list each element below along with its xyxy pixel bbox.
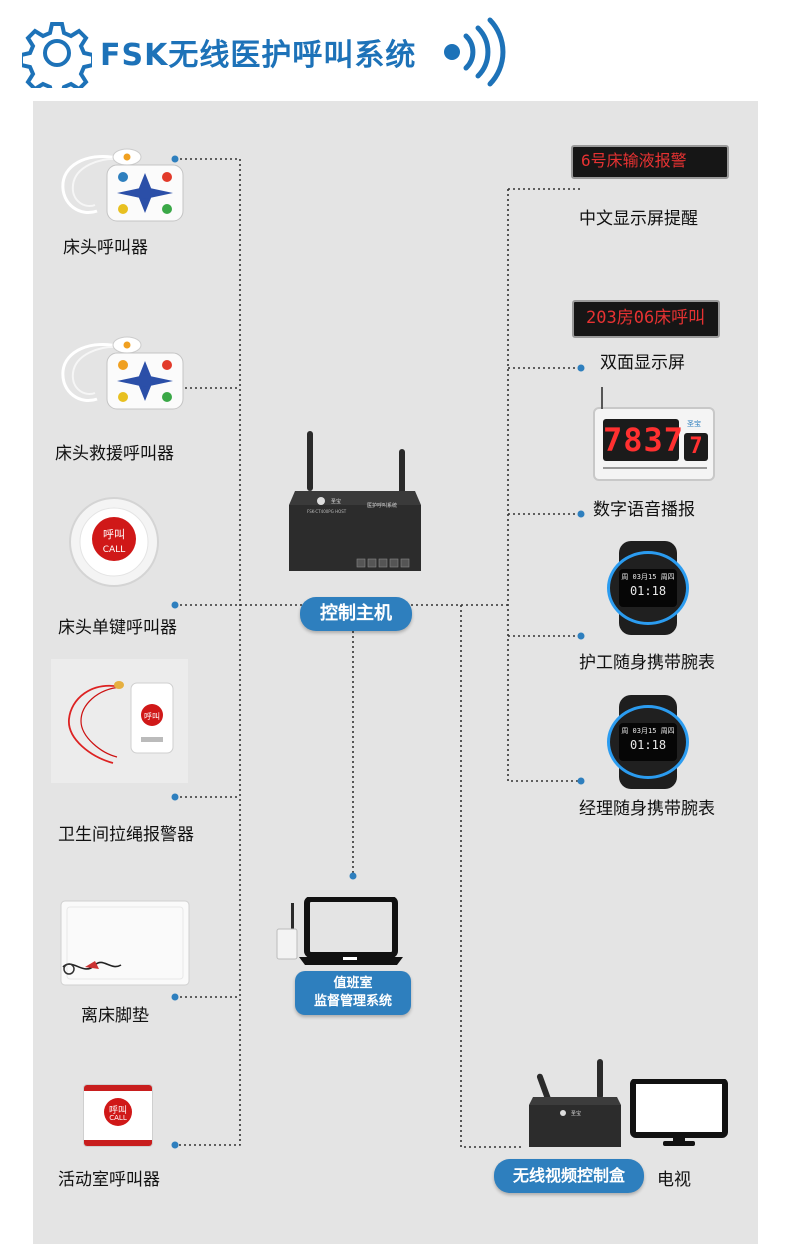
manager-watch-date: 周 03月15 周四 <box>621 727 675 735</box>
wifi-signal-icon <box>444 17 506 87</box>
duty-room-devices <box>276 897 403 965</box>
chinese-display-screen: 6号床输液报警 <box>571 145 729 179</box>
double-sided-display-screen: 203房06床呼叫 <box>572 300 720 338</box>
voice-broadcast-digits: 7837 <box>603 419 685 461</box>
activity-room-caller-device: 呼叫 CALL <box>83 1084 153 1147</box>
duty-room-line1: 值班室 <box>333 976 373 991</box>
label-bed-exit-mat: 离床脚垫 <box>81 1006 149 1026</box>
label-care-worker-watch: 护工随身携带腕表 <box>579 653 715 673</box>
connection-lines <box>171 155 585 1149</box>
video-control-box-device: 圣宝 <box>529 1059 621 1147</box>
label-single-key-caller: 床头单键呼叫器 <box>58 618 177 638</box>
control-host-device: 圣宝 医护呼叫系统 FSK-CT400PG HOST <box>289 431 421 571</box>
care-worker-watch-device: 周 03月15 周四 01:18 <box>605 541 691 635</box>
label-voice-broadcast: 数字语音播报 <box>593 500 695 520</box>
label-double-sided-display: 双面显示屏 <box>600 353 685 373</box>
tv-device <box>630 1079 728 1146</box>
voice-broadcast-small-digit: 7 <box>684 433 708 461</box>
bed-exit-mat-device <box>60 900 190 986</box>
call-cn-text: 呼叫 <box>103 528 125 541</box>
bedside-rescue-caller-device <box>61 336 184 410</box>
label-chinese-display: 中文显示屏提醒 <box>579 209 698 229</box>
pull-cord-call-text: 呼叫 <box>144 711 160 721</box>
label-bedside-caller: 床头呼叫器 <box>63 238 148 258</box>
manager-watch-time: 01:18 <box>629 738 667 752</box>
duty-room-line2: 监督管理系统 <box>313 994 392 1009</box>
host-model-text: FSK-CT400PG HOST <box>307 509 347 514</box>
page-title: FSK无线医护呼叫系统 <box>100 38 417 73</box>
voice-broadcast-brand: 圣宝 <box>687 420 701 428</box>
control-host-badge: 控制主机 <box>300 597 412 631</box>
activity-call-en: CALL <box>109 1114 127 1122</box>
pull-cord-alarm-photo: 呼叫 <box>51 659 188 783</box>
host-panel-text: 医护呼叫系统 <box>367 502 397 509</box>
label-activity-room-caller: 活动室呼叫器 <box>58 1170 160 1190</box>
video-control-box-badge: 无线视频控制盒 <box>494 1159 644 1193</box>
voice-broadcast-device: 7837 7 圣宝 <box>593 387 715 481</box>
manager-watch-device: 周 03月15 周四 01:18 <box>605 695 691 789</box>
header: FSK无线医护呼叫系统 <box>0 0 791 100</box>
label-pull-cord-alarm: 卫生间拉绳报警器 <box>58 825 194 845</box>
care-watch-time: 01:18 <box>629 584 667 598</box>
activity-call-cn: 呼叫 <box>108 1106 127 1116</box>
bedside-caller-device <box>61 148 184 222</box>
single-key-caller-device: 呼叫 CALL <box>69 497 159 587</box>
gear-icon <box>22 22 92 88</box>
diagram-panel: 床头呼叫器 床头救援呼叫器 呼叫 CALL 床头单键呼叫器 呼叫 <box>33 101 758 1244</box>
duty-room-badge: 值班室 监督管理系统 <box>295 971 411 1015</box>
video-box-brand: 圣宝 <box>571 1110 581 1117</box>
host-brand-text: 圣宝 <box>331 498 341 505</box>
label-bedside-rescue-caller: 床头救援呼叫器 <box>55 444 174 464</box>
care-watch-date: 周 03月15 周四 <box>621 573 675 581</box>
call-en-text: CALL <box>103 545 125 555</box>
label-tv: 电视 <box>657 1170 691 1190</box>
label-manager-watch: 经理随身携带腕表 <box>579 799 715 819</box>
